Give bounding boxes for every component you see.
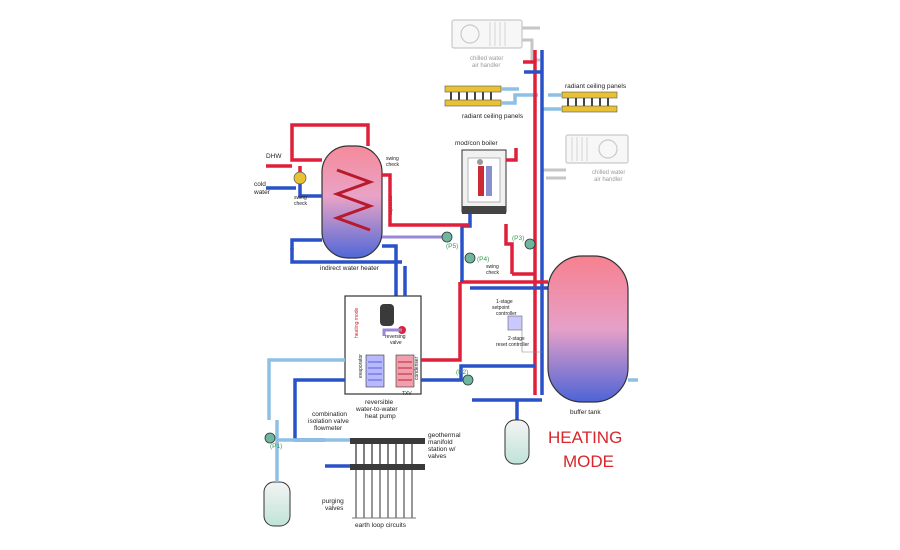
chilled-air-top-label-1: chilled water xyxy=(470,56,503,62)
mixing-valve-icon xyxy=(293,171,307,185)
pump-p1-icon xyxy=(264,432,276,444)
mod-con-boiler: mod/con boiler xyxy=(455,140,507,214)
buffer-label: buffer tank xyxy=(570,409,601,416)
chilled-air-right-label-1: chilled water xyxy=(592,170,625,176)
stage1-label-3: controller xyxy=(496,311,517,317)
radiant-left-label: radiant ceiling panels xyxy=(462,113,524,120)
geo-label-1: geothermal xyxy=(428,432,461,439)
heating-mode-box-label: heating mode xyxy=(354,307,360,338)
swing-check-2-label-a: swing xyxy=(386,156,399,162)
hp-label-2: water-to-water xyxy=(355,406,398,413)
txv-label: TXV xyxy=(402,391,412,397)
controllers: 1-stage setpoint controller 2-stage rese… xyxy=(492,299,542,353)
dhw-label: DHW xyxy=(266,153,282,160)
mode-title-line-1: HEATING xyxy=(548,428,622,447)
radiant-panel-manifold-left: radiant ceiling panels xyxy=(444,85,524,120)
radiant-panel-manifold-right: radiant ceiling panels xyxy=(561,83,627,113)
purging-label-2: valves xyxy=(325,505,344,512)
pump-p4-label: (P4) xyxy=(477,256,489,263)
stage2-label-1: 2-stage xyxy=(508,336,525,342)
reversible-heat-pump: heating mode evaporator condenser revers… xyxy=(344,295,422,397)
reversing-label-1: reversing xyxy=(385,334,406,340)
geo-label-3: station w/ xyxy=(428,446,456,453)
pump-p2-icon xyxy=(462,374,474,386)
hp-label-1: reversible xyxy=(365,399,394,406)
combo-label-1: combination xyxy=(312,411,347,418)
swing-check-2-label-b: check xyxy=(386,162,400,168)
geo-label-2: manifold xyxy=(428,439,453,446)
pump-p1-label: (P1) xyxy=(270,443,282,450)
combo-label-3: flowmeter xyxy=(314,425,343,432)
pump-p5-icon xyxy=(441,231,453,243)
geo-label-4: valves xyxy=(428,453,447,460)
earth-loop-label: earth loop circuits xyxy=(355,522,407,529)
chilled-water-air-handler-top: chilled water air handler xyxy=(451,19,540,69)
cold-water-label-1: cold xyxy=(254,181,266,188)
indirect-water-heater: aquastat indirect water heater xyxy=(320,145,394,272)
expansion-tank-right xyxy=(504,419,530,465)
chilled-air-top-label-2: air handler xyxy=(472,63,500,69)
chilled-air-right-label-2: air handler xyxy=(594,177,622,183)
buffer-tank: buffer tank xyxy=(547,255,629,416)
stage1-label-2: setpoint xyxy=(492,305,510,311)
combo-label-2: isolation valve xyxy=(308,418,349,425)
swing-check-1-label-b: check xyxy=(294,201,308,207)
purging-label-1: purging xyxy=(322,498,344,505)
swing-check-3-label-b: check xyxy=(486,270,500,276)
indirect-label: indirect water heater xyxy=(320,265,380,272)
swing-check-3-label-a: swing xyxy=(486,264,499,270)
cold-water-label-2: water xyxy=(253,189,271,196)
pump-p4-icon xyxy=(464,252,476,264)
reversing-label-2: valve xyxy=(390,340,402,346)
pump-p2-label: (P2) xyxy=(456,369,468,376)
hp-label-3: heat pump xyxy=(365,413,396,420)
geothermal-manifold xyxy=(350,438,425,519)
stage2-label-2: reset controller xyxy=(496,342,529,348)
swing-check-1-label-a: swing xyxy=(294,195,307,201)
expansion-tank-left xyxy=(263,481,291,527)
pump-p3-icon xyxy=(524,238,536,250)
stage1-label-1: 1-stage xyxy=(496,299,513,305)
radiant-right-label: radiant ceiling panels xyxy=(565,83,627,90)
boiler-label: mod/con boiler xyxy=(455,140,498,147)
chilled-water-air-handler-right: chilled water air handler xyxy=(542,134,629,183)
mode-title-line-2: MODE xyxy=(563,452,614,471)
pump-p5-label: (P5) xyxy=(446,243,458,250)
condenser-label: condenser xyxy=(414,356,420,380)
evaporator-label: evaporator xyxy=(358,354,364,378)
pump-p3-label: (P3) xyxy=(512,235,524,242)
